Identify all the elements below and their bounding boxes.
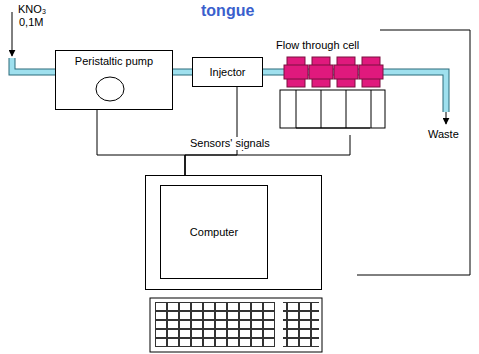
- input-tube-fill: [12, 58, 55, 72]
- node-label: Injector: [193, 58, 262, 86]
- signal-wire: [185, 87, 237, 175]
- computer-monitor: Computer: [145, 175, 322, 290]
- tube-outline: [263, 69, 270, 76]
- sensor-housing: [280, 90, 385, 128]
- wire: [185, 87, 237, 175]
- tube-fill: [263, 70, 270, 75]
- signal-label: Sensors' signals: [190, 137, 270, 150]
- waste-label: Waste: [428, 128, 459, 141]
- sensor-flange: [334, 65, 358, 79]
- keyboard: [150, 298, 322, 352]
- waste-tube-fill: [395, 72, 446, 112]
- tube: [263, 72, 270, 73]
- sensor-flange: [284, 65, 308, 79]
- wire: [97, 110, 185, 175]
- pump-box: Peristaltic pump: [55, 50, 173, 110]
- input-arrow: [12, 12, 13, 56]
- sensor-bus: [296, 128, 370, 129]
- sensor-wire: [346, 90, 347, 128]
- node-label: Computer: [190, 226, 238, 239]
- tube-outline: [173, 69, 192, 76]
- computer-screen: Computer: [160, 185, 268, 279]
- wire: [185, 135, 350, 175]
- tube-fill: [173, 70, 192, 75]
- reagent-label: KNO₃: [18, 3, 46, 16]
- signal-wire: [357, 30, 470, 275]
- sensor-wire: [296, 90, 297, 128]
- concentration-label: 0,1M: [19, 16, 43, 29]
- sensor-wire: [321, 90, 322, 128]
- input-tube: [12, 58, 55, 72]
- keyboard-keys: [155, 302, 275, 347]
- title: tongue: [201, 1, 254, 20]
- sensor-wire: [371, 90, 372, 128]
- cell-heading: Flow through cell: [270, 39, 359, 52]
- signal-wire: [97, 110, 185, 175]
- waste-arrow: [446, 112, 447, 124]
- tube: [173, 72, 192, 73]
- node-label: Peristaltic pump: [56, 51, 172, 68]
- injector-box: Injector: [192, 57, 263, 87]
- sensor-flange: [309, 65, 333, 79]
- keyboard-keys: [283, 302, 319, 347]
- flow-cell: Flow through cell: [270, 35, 395, 135]
- signal-wire: [185, 135, 350, 175]
- rotor-circle: [96, 77, 124, 101]
- waste-tube: [395, 72, 446, 112]
- sensor-flange: [359, 65, 383, 79]
